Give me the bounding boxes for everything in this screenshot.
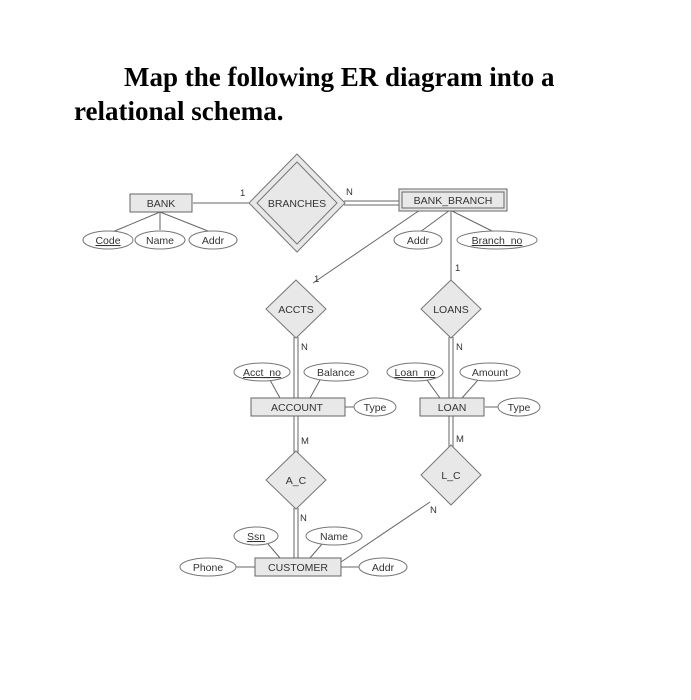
attribute-amount[interactable]: Amount: [459, 362, 521, 382]
attribute-customer-name-label: Name: [320, 531, 348, 543]
attribute-branch-addr[interactable]: Addr: [393, 230, 443, 250]
attribute-phone-label: Phone: [193, 562, 224, 574]
card-lc-customer: N: [430, 505, 437, 516]
attribute-branch-no-label: Branch_no: [472, 235, 523, 247]
attribute-bank-code-label: Code: [95, 235, 120, 247]
attribute-loan-type-label: Type: [508, 402, 531, 414]
attribute-customer-name[interactable]: Name: [305, 526, 363, 546]
line-account-acctno: [269, 379, 281, 399]
card-ac-customer: N: [300, 513, 307, 524]
relationship-l-c-label: L_C: [441, 470, 461, 482]
attribute-loan-type[interactable]: Type: [497, 397, 541, 417]
relationship-loans-label: LOANS: [433, 304, 469, 316]
attribute-bank-name[interactable]: Name: [134, 230, 186, 250]
entity-customer[interactable]: CUSTOMER: [254, 557, 342, 577]
attribute-branch-addr-label: Addr: [407, 235, 430, 247]
line-branch-accts: [312, 209, 421, 284]
relationship-branches[interactable]: BRANCHES: [248, 153, 346, 253]
entity-account[interactable]: ACCOUNT: [250, 397, 346, 417]
relationship-accts-label: ACCTS: [278, 304, 314, 316]
card-accts-account: N: [301, 342, 308, 353]
line-bank-code: [109, 211, 161, 234]
attribute-customer-addr[interactable]: Addr: [358, 557, 408, 577]
attribute-ssn-label: Ssn: [247, 531, 265, 543]
line-branch-addr: [419, 209, 451, 233]
line-lc-customer: [340, 501, 431, 563]
entity-customer-label: CUSTOMER: [268, 562, 328, 574]
line-branch-no: [449, 209, 493, 232]
line-loan-amount: [461, 379, 479, 399]
attribute-account-type[interactable]: Type: [353, 397, 397, 417]
line-bank-addr: [159, 211, 209, 232]
attribute-branch-no[interactable]: Branch_no: [456, 230, 538, 250]
card-loans-loan: N: [456, 342, 463, 353]
relationship-loans[interactable]: LOANS: [420, 279, 482, 339]
entity-bank-branch-label: BANK_BRANCH: [414, 195, 493, 207]
relationship-l-c[interactable]: L_C: [420, 444, 482, 506]
attribute-ssn[interactable]: Ssn: [233, 526, 279, 546]
line-customer-name: [309, 543, 323, 559]
card-loans-branch: 1: [455, 263, 460, 274]
attribute-bank-addr-label: Addr: [202, 235, 225, 247]
attribute-acct-no-label: Acct_no: [243, 367, 281, 379]
attribute-bank-name-label: Name: [146, 235, 174, 247]
card-branches-bank: 1: [240, 188, 245, 199]
entity-loan-label: LOAN: [438, 402, 467, 414]
relationship-branches-label: BRANCHES: [268, 198, 326, 210]
line-customer-ssn: [267, 543, 281, 559]
relationship-a-c-label: A_C: [286, 475, 307, 487]
attribute-acct-no[interactable]: Acct_no: [233, 362, 291, 382]
relationship-a-c[interactable]: A_C: [265, 450, 327, 510]
title-line-2: relational schema.: [74, 96, 284, 126]
entity-loan[interactable]: LOAN: [419, 397, 485, 417]
entity-bank-label: BANK: [147, 198, 176, 210]
attribute-balance[interactable]: Balance: [303, 362, 369, 382]
line-loan-loanno: [426, 379, 441, 399]
attribute-bank-code[interactable]: Code: [82, 230, 134, 250]
card-ac-account: M: [301, 436, 309, 447]
attribute-loan-no[interactable]: Loan_no: [386, 362, 444, 382]
card-lc-loan: M: [456, 434, 464, 445]
entity-bank[interactable]: BANK: [129, 193, 193, 213]
attribute-bank-addr[interactable]: Addr: [188, 230, 238, 250]
attribute-balance-label: Balance: [317, 367, 355, 379]
attribute-amount-label: Amount: [472, 367, 508, 379]
line-account-balance: [309, 379, 321, 399]
entity-account-label: ACCOUNT: [271, 402, 324, 414]
title-line-1: Map the following ER diagram into a: [124, 62, 555, 92]
entity-bank-branch[interactable]: BANK_BRANCH: [398, 188, 508, 212]
attribute-account-type-label: Type: [364, 402, 387, 414]
relationship-accts[interactable]: ACCTS: [265, 279, 327, 339]
attribute-loan-no-label: Loan_no: [395, 367, 436, 379]
attribute-customer-addr-label: Addr: [372, 562, 395, 574]
attribute-phone[interactable]: Phone: [179, 557, 237, 577]
card-branches-branch: N: [346, 187, 353, 198]
card-accts-branch: 1: [314, 274, 319, 285]
